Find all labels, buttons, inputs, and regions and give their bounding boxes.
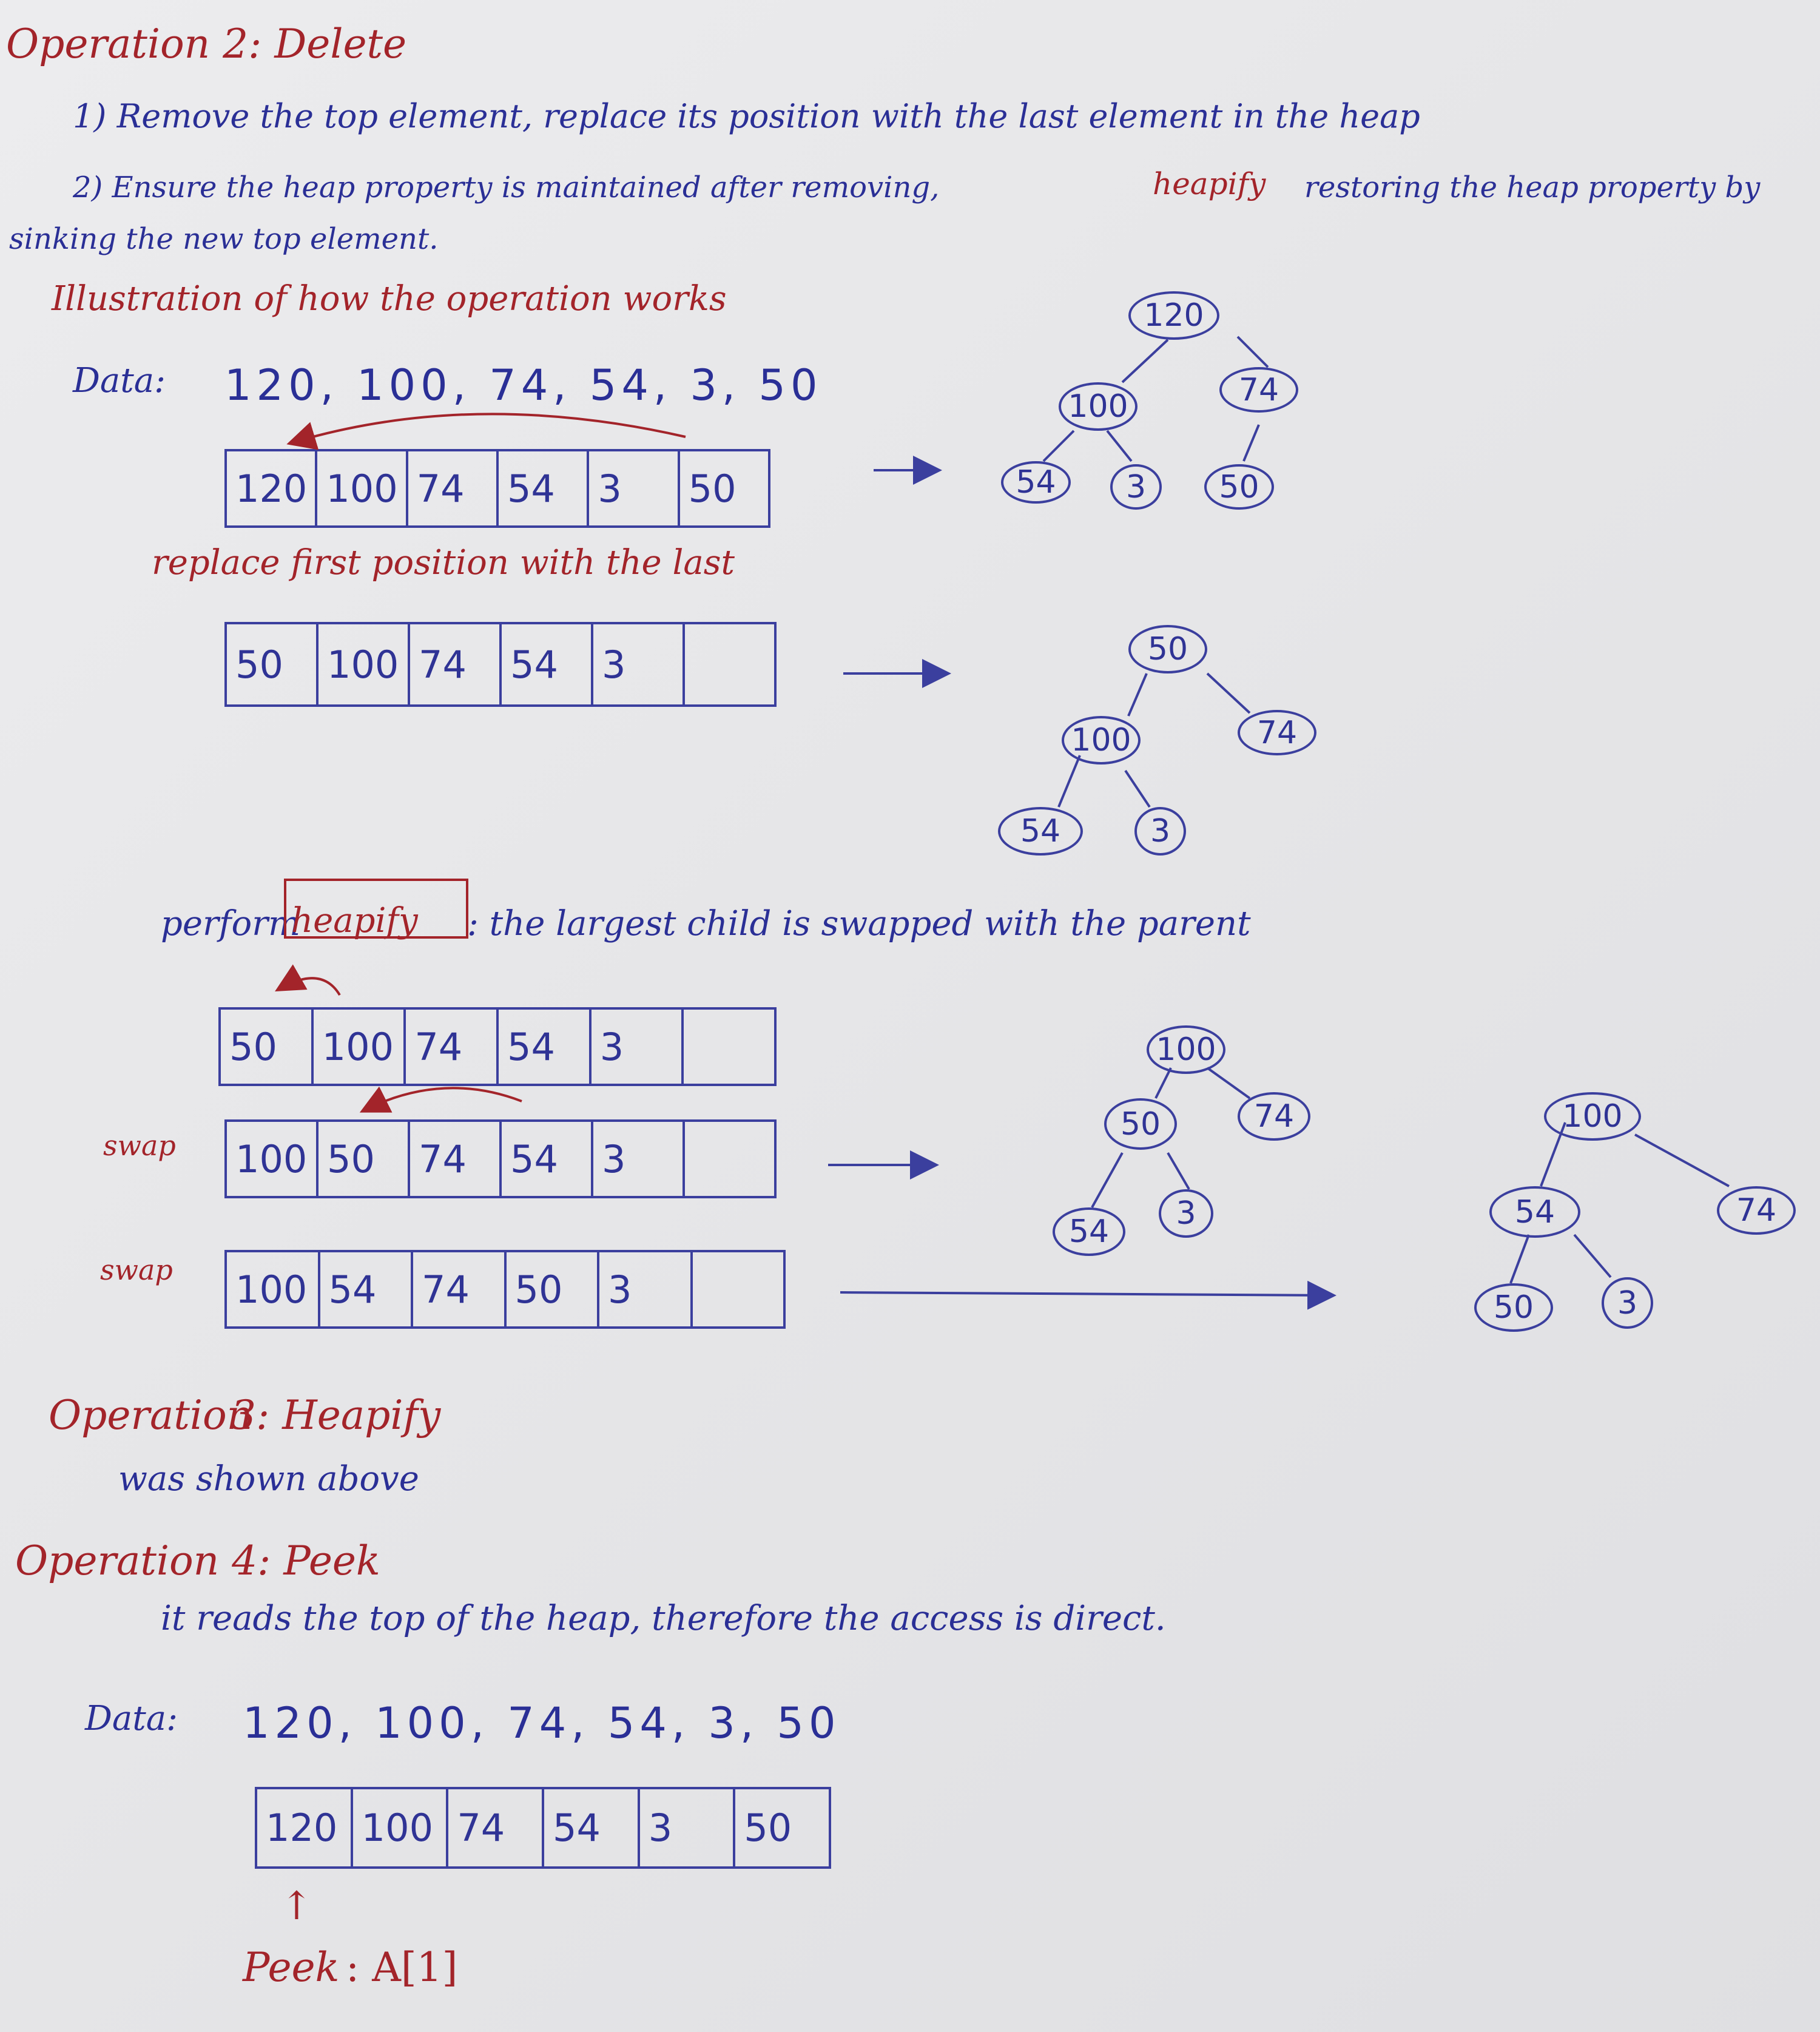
array-cell: 54 — [502, 1122, 593, 1196]
data-values-1: 120, 100, 74, 54, 3, 50 — [224, 360, 823, 410]
arrow-4 — [840, 1280, 1336, 1310]
tree-node: 74 — [1238, 710, 1316, 755]
array-cell: 74 — [406, 1010, 499, 1084]
array-cell: 50 — [688, 466, 736, 511]
array-cell: 50 — [221, 1010, 314, 1084]
tree-node: 50 — [1104, 1098, 1177, 1150]
array-cell: 3 — [640, 1789, 736, 1866]
tree-node: 100 — [1147, 1025, 1225, 1074]
array-cell: 50 — [507, 1252, 599, 1326]
arc-swap-2 — [359, 1086, 522, 1113]
perform-description: : the largest child is swapped with the … — [467, 904, 1251, 943]
op2-heading: Operation 2: Delete — [6, 21, 407, 67]
array-cell: 54 — [499, 451, 590, 525]
array-cell: 54 — [499, 1010, 592, 1084]
tree-node: 100 — [1059, 382, 1138, 431]
perform-label: perform — [161, 904, 301, 943]
tree-node: 3 — [1134, 807, 1186, 856]
array-cell: 3 — [593, 1122, 685, 1196]
op4-heading: Operation 4: Peek — [15, 1538, 380, 1584]
array-cell: 54 — [502, 624, 593, 704]
arc-last-to-first — [286, 413, 686, 450]
swap-label-2: swap — [100, 1254, 173, 1286]
array-cell: 74 — [410, 1122, 502, 1196]
array-cell: 74 — [448, 1789, 545, 1866]
array-cell: 3 — [592, 1010, 684, 1084]
array-cell: 50 — [227, 624, 318, 704]
tree-node: 54 — [1489, 1186, 1580, 1238]
array-cell: 74 — [410, 624, 502, 704]
arc-swap-1 — [275, 964, 341, 996]
op2-step1: 1) Remove the top element, replace its p… — [73, 97, 1420, 135]
array-cell: 54 — [544, 1789, 640, 1866]
tree-node: 3 — [1602, 1277, 1653, 1329]
data-label-2: Data: — [85, 1699, 178, 1738]
tree-node: 50 — [1204, 464, 1274, 510]
array-cell: 120 — [227, 451, 318, 525]
array-cell: 120 — [257, 1789, 353, 1866]
tree-node: 54 — [1001, 461, 1071, 504]
op2-step2-d: sinking the new top element. — [9, 222, 439, 256]
op2-step2-c: restoring the heap property by — [1304, 170, 1761, 204]
array-cell: 100 — [317, 451, 408, 525]
peek-expression: : A[1] — [346, 1944, 458, 1991]
array-cell: 3 — [593, 624, 685, 704]
array-cell: 50 — [744, 1806, 792, 1850]
array-cell: 54 — [320, 1252, 413, 1326]
array-cell: 74 — [408, 451, 499, 525]
array-cell — [685, 1122, 774, 1196]
swap-label-1: swap — [103, 1129, 176, 1162]
op3-note: was shown above — [118, 1459, 419, 1499]
array-cell: 100 — [318, 624, 410, 704]
peek-label: Peek — [243, 1944, 340, 1991]
peek-pointer: ↑ — [280, 1884, 313, 1929]
op2-step2-a: 2) Ensure the heap property is maintaine… — [73, 170, 940, 204]
array-cell: 100 — [353, 1789, 449, 1866]
tree-node: 74 — [1238, 1092, 1310, 1141]
tree-node: 3 — [1159, 1189, 1213, 1238]
tree-node: 74 — [1219, 367, 1298, 413]
op4-note: it reads the top of the heap, therefore … — [161, 1599, 1166, 1638]
replace-note: replace first position with the last — [152, 543, 735, 582]
array-cell — [684, 1010, 774, 1084]
data-label-1: Data: — [73, 361, 166, 400]
op2-step2-heapify: heapify — [1153, 166, 1266, 201]
illustration-title: Illustration of how the operation works — [52, 279, 727, 319]
array-cell: 3 — [599, 1252, 693, 1326]
tree-node: 50 — [1128, 625, 1207, 673]
array-cell: 100 — [227, 1122, 318, 1196]
tree-node: 54 — [998, 807, 1083, 856]
tree-node: 3 — [1110, 464, 1162, 510]
data-values-2: 120, 100, 74, 54, 3, 50 — [243, 1698, 841, 1748]
tree-node: 50 — [1474, 1283, 1553, 1332]
array-cell: 100 — [227, 1252, 320, 1326]
tree-node: 74 — [1717, 1186, 1796, 1235]
array-cell: 100 — [314, 1010, 406, 1084]
tree-node: 54 — [1053, 1207, 1125, 1256]
perform-heapify: heapify — [291, 901, 418, 940]
tree-node: 120 — [1128, 291, 1219, 340]
tree-node: 100 — [1062, 716, 1141, 765]
array-cell: 50 — [318, 1122, 410, 1196]
array-cell — [693, 1252, 784, 1326]
array-cell: 74 — [413, 1252, 507, 1326]
array-cell — [685, 624, 774, 704]
array-cell: 3 — [589, 451, 680, 525]
op3-heading-a: Operation — [49, 1392, 253, 1439]
tree-node: 100 — [1544, 1092, 1641, 1141]
op3-heading-b: 3: Heapify — [231, 1392, 441, 1439]
